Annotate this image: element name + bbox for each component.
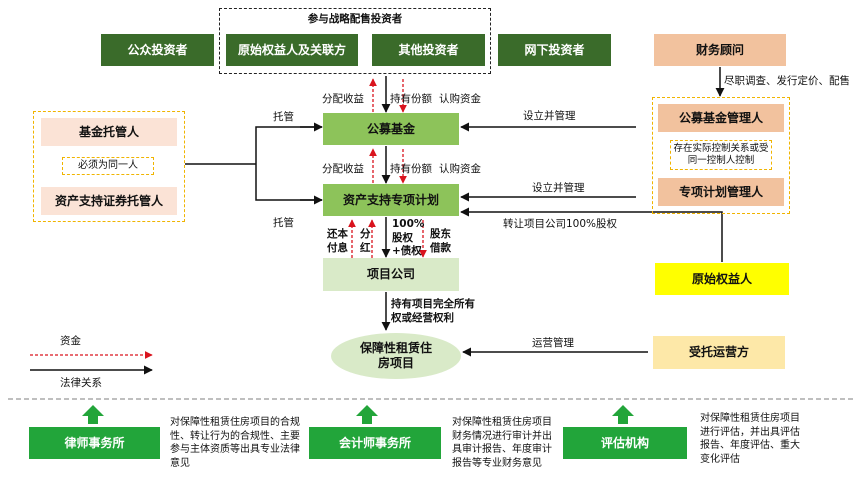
ownership-label: 持有项目完全所有权或经营权利 (391, 298, 475, 324)
abs-plan-box: 资产支持专项计划 (323, 184, 459, 216)
custodian-group (33, 111, 185, 222)
advisor-duties-label: 尽职调查、发行定价、配售 (724, 75, 850, 87)
plan-manager-box: 专项计划管理人 (658, 178, 784, 206)
financial-advisor-box: 财务顾问 (654, 34, 786, 66)
custody-label-1: 托管 (273, 111, 294, 123)
legend-legal-label: 法律关系 (60, 377, 102, 389)
law-up-arrow (82, 405, 104, 424)
public-fund-box: 公募基金 (323, 113, 459, 145)
law-firm-box: 律师事务所 (29, 427, 160, 459)
hold-share-label-1: 持有份额 (390, 93, 432, 105)
valuer-desc: 对保障性租赁住房项目进行评估，并出具评估报告、年度评估、重大变化评估 (700, 413, 800, 465)
repay-label: 还本付息 (327, 228, 348, 254)
other-investor-box: 其他投资者 (372, 34, 485, 66)
fund-manager-box: 公募基金管理人 (658, 104, 784, 132)
original-holder-affiliates-box: 原始权益人及关联方 (226, 34, 358, 66)
strategic-investor-group (219, 8, 491, 74)
valuer-up-arrow (612, 405, 634, 424)
original-holder-box: 原始权益人 (655, 263, 789, 295)
subscribe-label-1: 认购资金 (439, 93, 481, 105)
transfer-arrow (460, 207, 723, 262)
offline-investor-box: 网下投资者 (498, 34, 611, 66)
manager-group (652, 97, 790, 214)
legend-funds-label: 资金 (60, 335, 81, 347)
equity-debt-label: 100%股权+债权 (392, 218, 425, 258)
project-company-box: 项目公司 (323, 258, 459, 291)
dividend-label: 分红 (360, 228, 371, 254)
cpa-up-arrow (356, 405, 378, 424)
fund-custodian-box: 基金托管人 (41, 118, 177, 146)
public-investor-box: 公众投资者 (101, 34, 214, 66)
ops-manage-label: 运营管理 (532, 337, 574, 349)
cpa-firm-desc: 对保障性租赁住房项目财务情况进行审计并出具审计报告、年度审计报告等专业财务意见 (452, 417, 552, 469)
custody-label-2: 托管 (273, 217, 294, 229)
hold-share-label-2: 持有份额 (390, 163, 432, 175)
strategic-investor-title: 参与战略配售投资者 (307, 13, 403, 25)
loan-label: 股东借款 (430, 228, 451, 254)
same-entity-note: 必须为同一人 (62, 157, 154, 175)
custody-bracket (255, 126, 322, 201)
entrusted-operator-box: 受托运营方 (653, 336, 785, 369)
subscribe-label-2: 认购资金 (439, 163, 481, 175)
abs-custodian-box: 资产支持证券托管人 (41, 187, 177, 215)
transfer-equity-label: 转让项目公司100%股权 (503, 218, 618, 230)
control-relation-note: 存在实际控制关系或受同一控制人控制 (670, 140, 772, 170)
setup-manage-label-1: 设立并管理 (523, 110, 576, 122)
housing-project-ellipse: 保障性租赁住房项目 (331, 333, 461, 379)
setup-manage-label-2: 设立并管理 (532, 182, 585, 194)
law-firm-desc: 对保障性租赁住房项目的合规性、转让行为的合规性、主要参与主体资质等出具专业法律意… (170, 417, 300, 469)
cpa-firm-box: 会计师事务所 (309, 427, 441, 459)
dist-income-label-1: 分配收益 (322, 93, 364, 105)
valuer-box: 评估机构 (563, 427, 687, 459)
dist-income-label-2: 分配收益 (322, 163, 364, 175)
